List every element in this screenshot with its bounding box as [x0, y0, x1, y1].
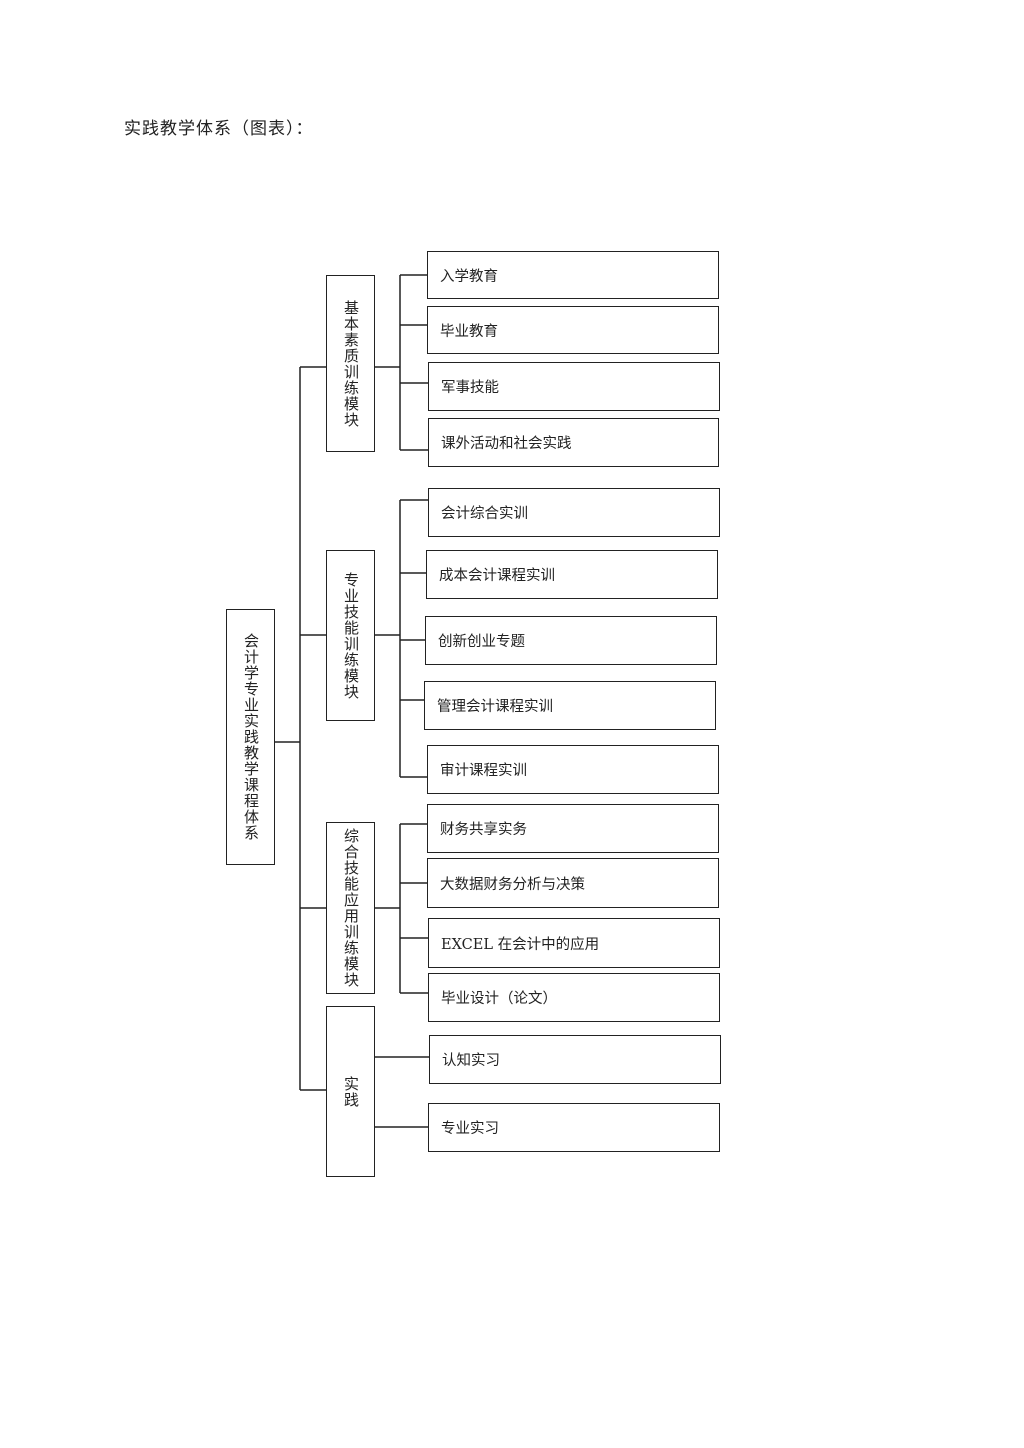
module-basic-quality: 基本素质训练模块: [326, 275, 375, 452]
item-innovation-entrepreneurship: 创新创业专题: [425, 616, 717, 665]
module-label: 实践: [342, 1075, 360, 1108]
item-label: 毕业设计（论文）: [441, 991, 557, 1007]
page-heading: 实践教学体系（图表）：: [124, 119, 314, 139]
item-label: 管理会计课程实训: [437, 699, 553, 715]
item-excel-in-accounting: EXCEL 在会计中的应用: [428, 918, 720, 968]
item-professional-internship: 专业实习: [428, 1103, 720, 1152]
item-big-data-financial-analysis: 大数据财务分析与决策: [427, 858, 719, 908]
root-label: 会计学专业实践教学课程体系: [242, 633, 260, 841]
item-label: 认知实习: [442, 1053, 500, 1069]
module-label: 基本素质训练模块: [342, 299, 360, 428]
item-label: 军事技能: [441, 380, 499, 396]
item-cognitive-internship: 认知实习: [429, 1035, 721, 1084]
item-label: 成本会计课程实训: [439, 568, 555, 584]
module-practice: 实践: [326, 1006, 375, 1177]
item-audit-training: 审计课程实训: [427, 745, 719, 794]
module-professional-skills: 专业技能训练模块: [326, 550, 375, 721]
module-comprehensive-skills: 综合技能应用训练模块: [326, 822, 375, 994]
item-label: 专业实习: [441, 1121, 499, 1137]
root-node: 会计学专业实践教学课程体系: [226, 609, 275, 865]
item-management-accounting-training: 管理会计课程实训: [424, 681, 716, 730]
item-accounting-comprehensive-training: 会计综合实训: [428, 488, 720, 537]
item-military-skills: 军事技能: [428, 362, 720, 411]
item-label: 入学教育: [440, 268, 498, 285]
item-cost-accounting-training: 成本会计课程实训: [426, 550, 718, 599]
item-label: 毕业教育: [440, 323, 498, 340]
item-label: 财务共享实务: [440, 822, 527, 838]
item-label: 大数据财务分析与决策: [440, 876, 585, 893]
item-label: 创新创业专题: [438, 634, 525, 650]
item-label: 课外活动和社会实践: [441, 436, 572, 452]
module-label: 综合技能应用训练模块: [342, 828, 360, 988]
item-graduation-thesis: 毕业设计（论文）: [428, 973, 720, 1022]
item-label: 会计综合实训: [441, 506, 528, 522]
item-graduation-education: 毕业教育: [427, 306, 719, 354]
module-label: 专业技能训练模块: [342, 571, 360, 700]
item-label: EXCEL 在会计中的应用: [441, 936, 600, 953]
item-shared-finance-practice: 财务共享实务: [427, 804, 719, 853]
item-label: 审计课程实训: [440, 763, 527, 779]
item-enrollment-education: 入学教育: [427, 251, 719, 299]
item-extracurricular-social-practice: 课外活动和社会实践: [428, 418, 719, 467]
